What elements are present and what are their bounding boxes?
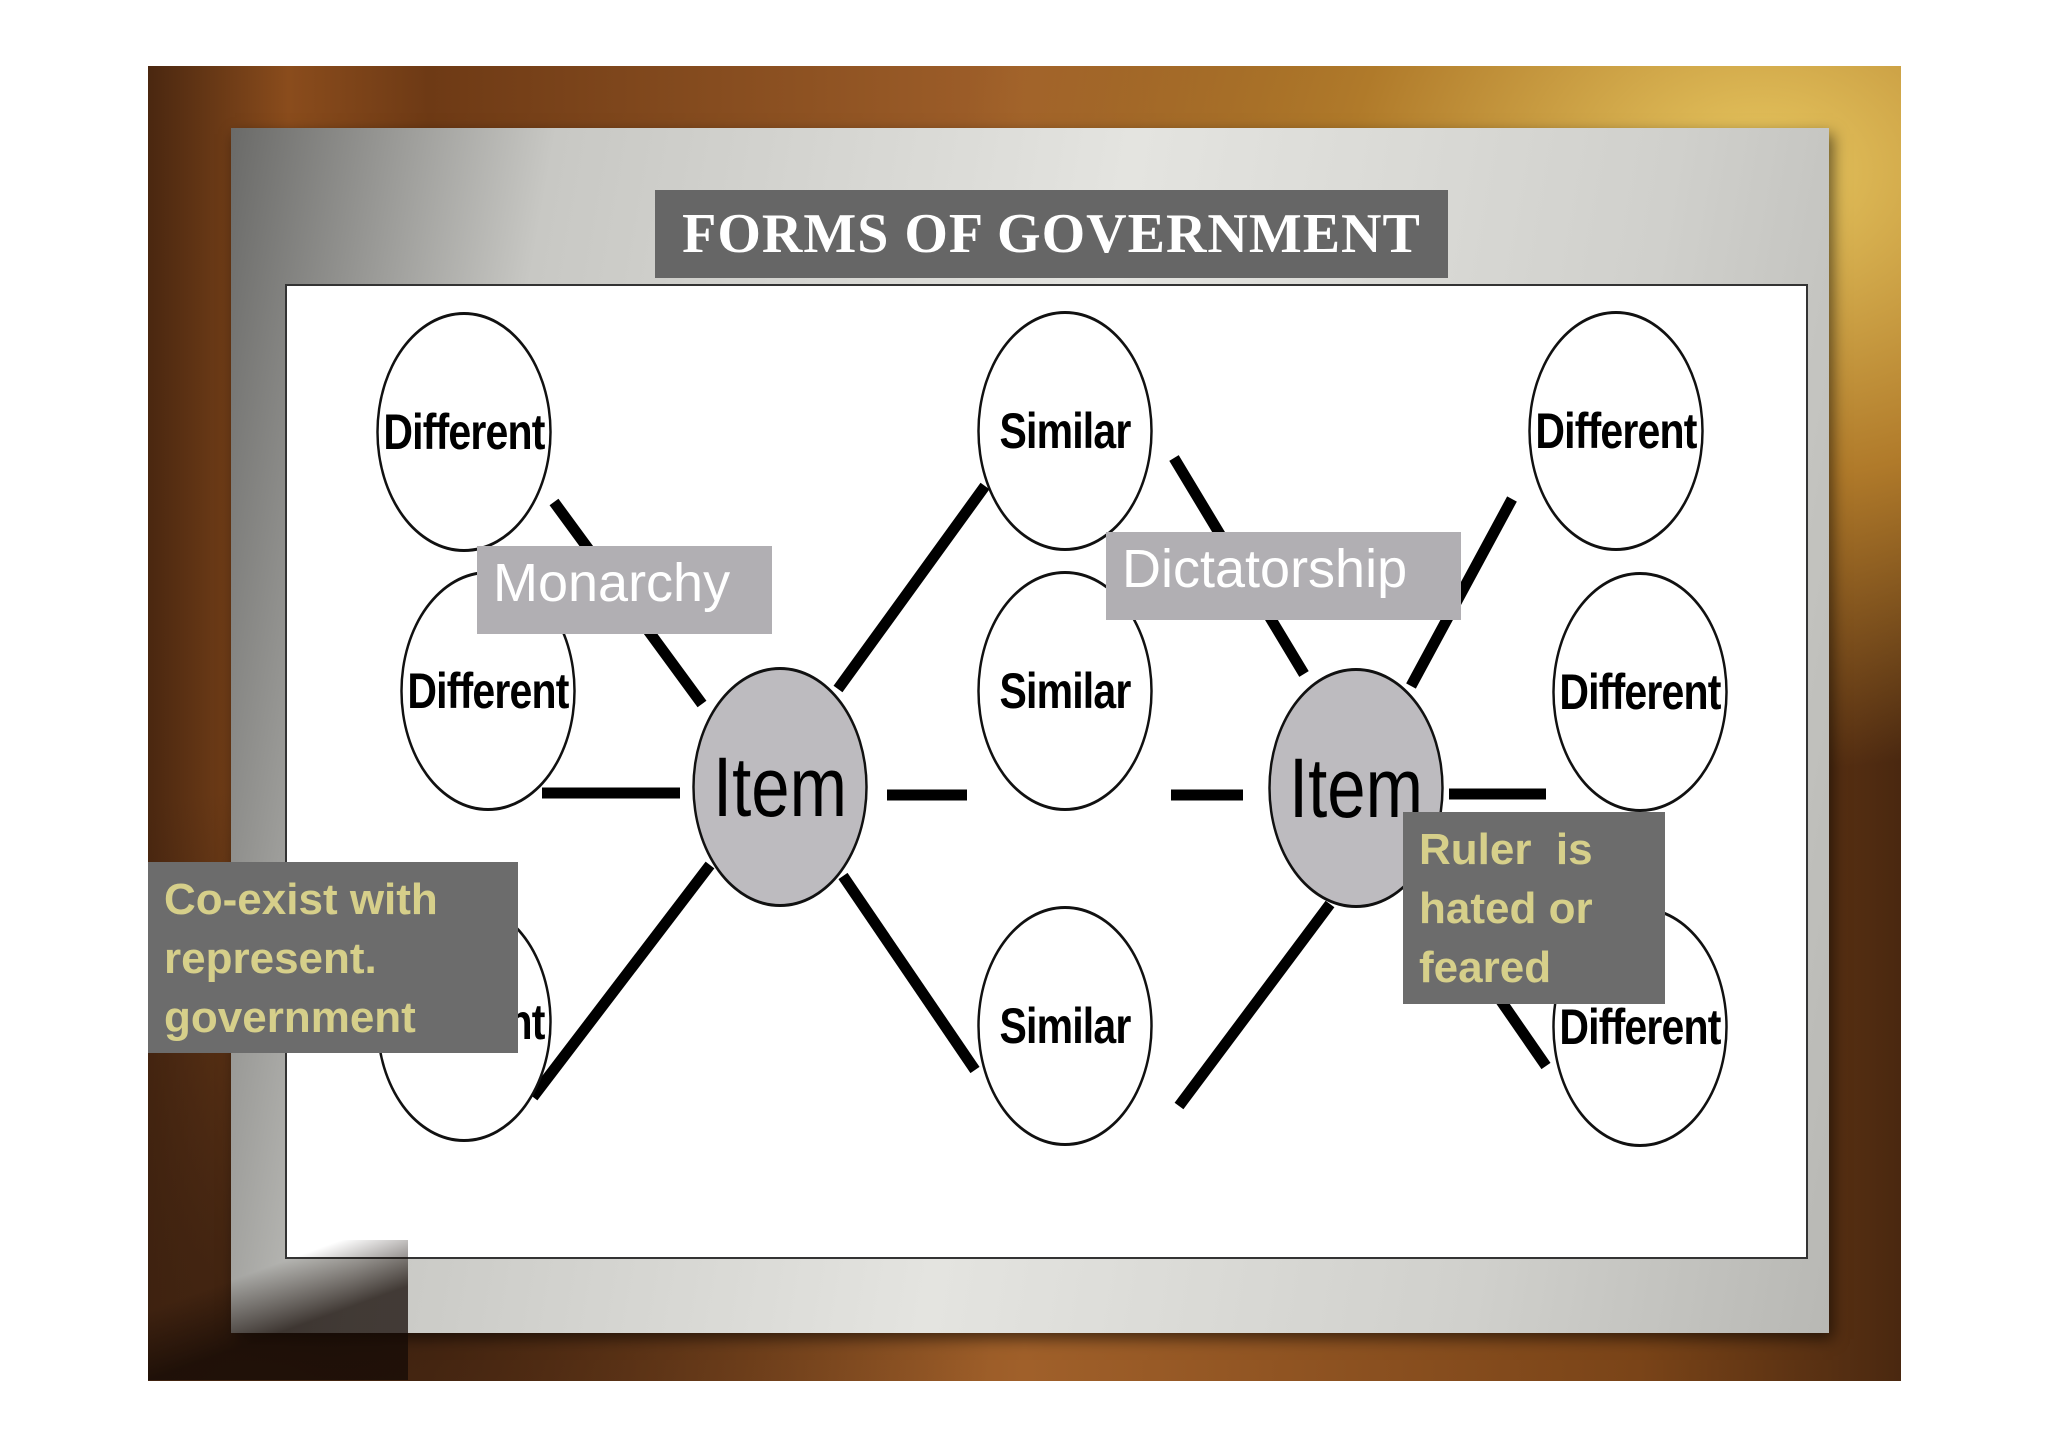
edge-right-shared-bottom: [1174, 900, 1335, 1110]
slide-title: FORMS OF GOVERNMENT: [655, 190, 1448, 278]
edge-left-bottom: [528, 861, 715, 1101]
edge-left-shared-top: [833, 482, 990, 693]
note-line: government: [164, 993, 416, 1042]
right-different-node-1: Different: [1528, 311, 1704, 551]
dictatorship-label: Dictatorship: [1106, 532, 1461, 620]
monarchy-label: Monarchy: [477, 546, 772, 634]
pen-shadow: [148, 1240, 408, 1380]
left-item-node: Item: [692, 667, 868, 907]
edge-left-shared-bottom: [838, 872, 980, 1074]
note-line: Co-exist with: [164, 875, 438, 924]
edge-right-top: [1406, 496, 1517, 689]
similar-node-3: Similar: [977, 906, 1153, 1146]
note-line: represent.: [164, 934, 377, 983]
dictatorship-note: Ruler is hated or feared: [1403, 812, 1665, 1004]
note-line: feared: [1419, 943, 1552, 992]
left-different-node-1: Different: [376, 312, 552, 552]
double-bubble-map: Different Different Different Item Simil…: [285, 284, 1808, 1259]
similar-node-1: Similar: [977, 311, 1153, 551]
note-line: hated or: [1419, 884, 1593, 933]
edge-right-bottom: [1494, 994, 1551, 1070]
right-different-node-2: Different: [1552, 572, 1728, 812]
note-line: Ruler is: [1419, 825, 1593, 874]
monarchy-note: Co-exist with represent. government: [148, 862, 518, 1053]
